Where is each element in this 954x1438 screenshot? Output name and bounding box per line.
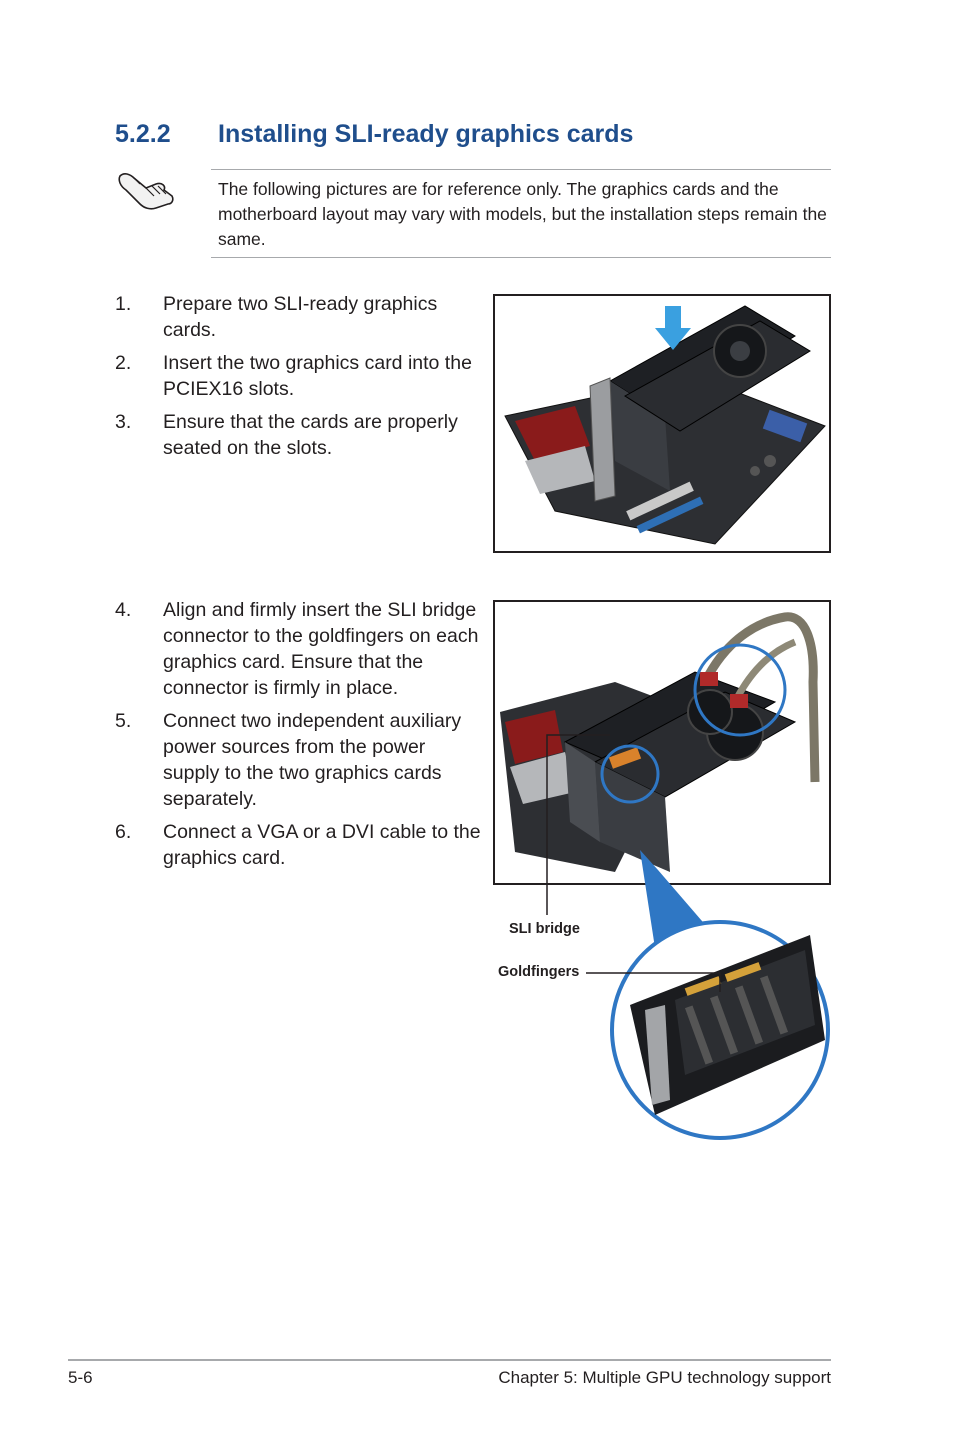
step-text: Prepare two SLI-ready graphics cards. [163, 293, 438, 341]
callout-overlay [546, 734, 830, 1140]
step-item: 4. Align and firmly insert the SLI bridg… [115, 597, 485, 701]
photo-sli-bridge [493, 600, 831, 885]
goldfingers-label: Goldfingers [498, 964, 580, 980]
step-text: Connect a VGA or a DVI cable to the grap… [163, 821, 481, 869]
step-number: 1. [115, 293, 132, 315]
section-number: 5.2.2 [115, 120, 171, 148]
step-item: 1. Prepare two SLI-ready graphics cards. [115, 291, 480, 343]
hand-note-icon [118, 173, 174, 210]
section-title: Installing SLI-ready graphics cards [218, 120, 634, 148]
step-text: Insert the two graphics card into the PC… [163, 352, 472, 400]
step-number: 6. [115, 821, 132, 843]
note-bottom-rule [211, 257, 831, 258]
steps-list-b: 4. Align and firmly insert the SLI bridg… [115, 597, 485, 878]
step-text: Connect two independent auxiliary power … [163, 710, 462, 810]
chapter-title: Chapter 5: Multiple GPU technology suppo… [498, 1368, 831, 1387]
sli-bridge-label: SLI bridge [509, 921, 580, 937]
note-text: The following pictures are for reference… [218, 179, 827, 249]
step-number: 4. [115, 599, 132, 621]
step-item: 3. Ensure that the cards are properly se… [115, 409, 480, 461]
page-number: 5-6 [68, 1368, 93, 1387]
photo-insert-cards [493, 294, 831, 553]
motherboard-illustration [504, 305, 826, 545]
step-item: 5. Connect two independent auxiliary pow… [115, 708, 485, 812]
step-number: 5. [115, 710, 132, 732]
goldfingers-closeup [630, 935, 825, 1115]
steps-list-a: 1. Prepare two SLI-ready graphics cards.… [115, 291, 480, 468]
step-number: 2. [115, 352, 132, 374]
step-item: 6. Connect a VGA or a DVI cable to the g… [115, 819, 485, 871]
sli-bridge-illustration [500, 612, 820, 872]
note-top-rule [211, 169, 831, 170]
step-number: 3. [115, 411, 132, 433]
step-text: Align and firmly insert the SLI bridge c… [163, 599, 479, 699]
step-item: 2. Insert the two graphics card into the… [115, 350, 480, 402]
footer-rule [68, 1359, 831, 1361]
step-text: Ensure that the cards are properly seate… [163, 411, 458, 459]
